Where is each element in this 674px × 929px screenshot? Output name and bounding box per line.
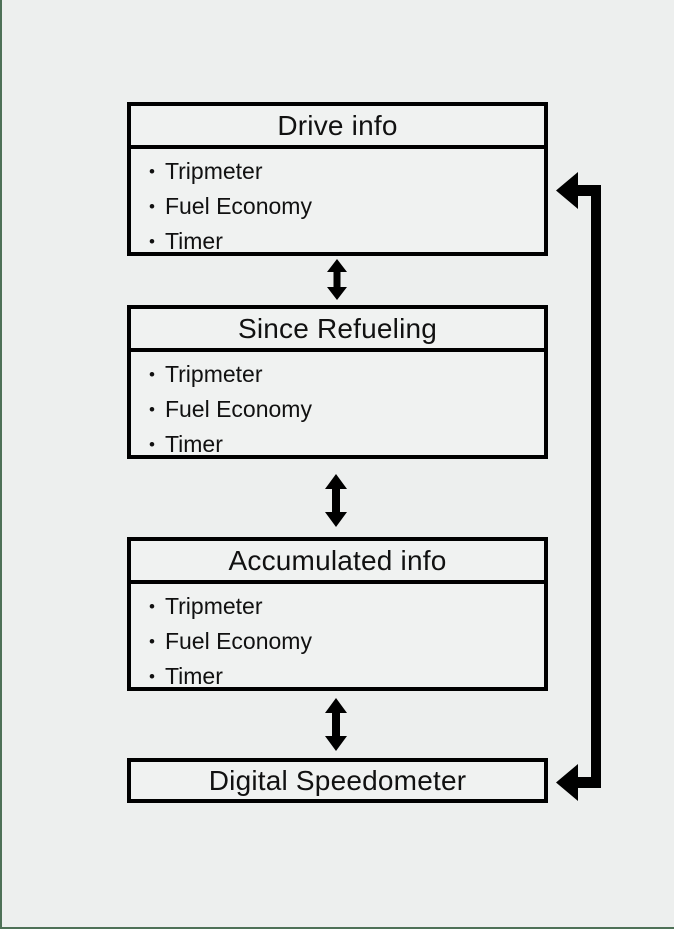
list-item: • Fuel Economy [149, 189, 544, 224]
bullet-icon: • [149, 232, 155, 251]
section-drive-info: Drive info • Tripmeter • Fuel Economy • … [127, 102, 548, 256]
section-title: Digital Speedometer [208, 764, 467, 796]
bullet-icon: • [149, 365, 155, 384]
list-item: • Tripmeter [149, 357, 544, 392]
list-item-label: Fuel Economy [164, 396, 312, 422]
list-item-label: Timer [164, 663, 223, 689]
list-item-label: Timer [164, 431, 223, 457]
section-item-list: • Tripmeter • Fuel Economy • Timer [131, 584, 544, 694]
page-edge-left [0, 0, 2, 929]
list-item: • Fuel Economy [149, 624, 544, 659]
up-down-arrow-icon [325, 698, 347, 751]
list-item: • Tripmeter [149, 589, 544, 624]
bullet-icon: • [149, 667, 155, 686]
section-accumulated-info: Accumulated info • Tripmeter • Fuel Econ… [127, 537, 548, 691]
list-item: • Tripmeter [149, 154, 544, 189]
loop-back-arrow-icon [556, 172, 601, 801]
section-since-refueling: Since Refueling • Tripmeter • Fuel Econo… [127, 305, 548, 459]
list-item-label: Tripmeter [164, 361, 263, 387]
list-item-label: Tripmeter [164, 593, 263, 619]
list-item-label: Fuel Economy [164, 628, 312, 654]
bullet-icon: • [149, 597, 155, 616]
list-item: • Timer [149, 427, 544, 462]
list-item-label: Timer [164, 228, 223, 254]
list-item: • Timer [149, 224, 544, 259]
up-down-arrow-icon [325, 474, 347, 527]
list-item: • Timer [149, 659, 544, 694]
bullet-icon: • [149, 632, 155, 651]
section-title: Since Refueling [131, 309, 544, 352]
section-digital-speedometer: Digital Speedometer [127, 758, 548, 803]
list-item: • Fuel Economy [149, 392, 544, 427]
section-item-list: • Tripmeter • Fuel Economy • Timer [131, 352, 544, 462]
bullet-icon: • [149, 435, 155, 454]
section-item-list: • Tripmeter • Fuel Economy • Timer [131, 149, 544, 259]
bullet-icon: • [149, 162, 155, 181]
section-title: Drive info [131, 106, 544, 149]
section-title: Accumulated info [131, 541, 544, 584]
up-down-arrow-icon [327, 259, 347, 300]
bullet-icon: • [149, 197, 155, 216]
page-edge-bottom [0, 927, 674, 929]
list-item-label: Fuel Economy [164, 193, 312, 219]
bullet-icon: • [149, 400, 155, 419]
list-item-label: Tripmeter [164, 158, 263, 184]
